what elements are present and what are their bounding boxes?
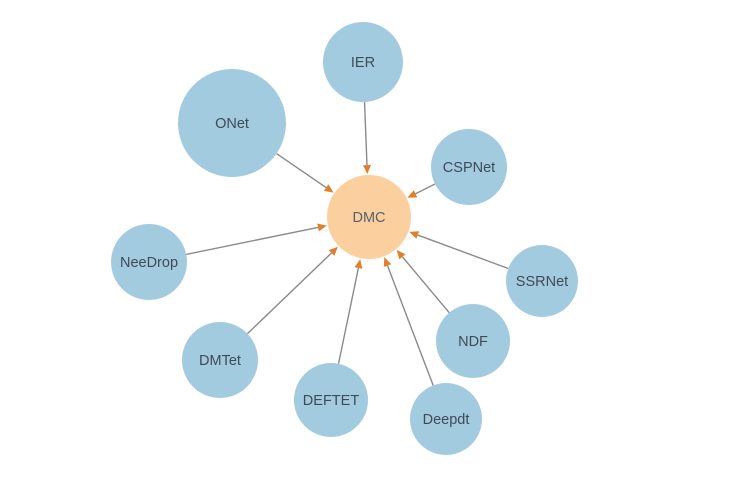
arrowhead-needrop-to-dmc (317, 223, 327, 232)
edge-onet-to-dmc (276, 152, 327, 189)
node-ndf[interactable]: NDF (436, 304, 510, 378)
node-label-dmc: DMC (352, 210, 385, 226)
edge-deftet-to-dmc (337, 267, 360, 364)
arrowhead-onet-to-dmc (323, 184, 334, 193)
node-onet[interactable]: ONet (178, 69, 286, 177)
node-label-onet: ONet (215, 116, 249, 132)
node-label-ssrnet: SSRNet (516, 274, 568, 290)
node-label-ndf: NDF (458, 334, 488, 350)
node-deepdt[interactable]: Deepdt (410, 383, 482, 455)
edge-dmtet-to-dmc (246, 252, 332, 335)
node-circle-ssrnet (506, 245, 578, 317)
node-circle-ndf (436, 304, 510, 378)
arrowhead-deftet-to-dmc (354, 259, 363, 269)
node-label-needrop: NeeDrop (120, 255, 178, 271)
edge-ier-to-dmc (363, 101, 368, 166)
arrowhead-ssrnet-to-dmc (409, 231, 420, 239)
node-dmtet[interactable]: DMTet (182, 322, 258, 398)
node-label-dmtet: DMTet (199, 353, 241, 369)
arrowhead-dmtet-to-dmc (328, 246, 338, 256)
node-ssrnet[interactable]: SSRNet (506, 245, 578, 317)
node-circle-ier (323, 22, 403, 102)
edge-ssrnet-to-dmc (417, 234, 509, 270)
node-circle-needrop (111, 224, 187, 300)
edge-cspnet-to-dmc (415, 183, 436, 195)
arrowhead-cspnet-to-dmc (407, 190, 418, 198)
edge-needrop-to-dmc (186, 226, 319, 256)
node-label-deftet: DEFTET (303, 393, 360, 409)
node-needrop[interactable]: NeeDrop (111, 224, 187, 300)
edge-ndf-to-dmc (401, 256, 450, 314)
arrowhead-ndf-to-dmc (396, 249, 406, 260)
node-deftet[interactable]: DEFTET (294, 363, 368, 437)
node-circle-cspnet (431, 129, 507, 205)
arrowhead-deepdt-to-dmc (383, 257, 392, 268)
node-circle-dmc (327, 175, 411, 259)
node-cspnet[interactable]: CSPNet (431, 129, 507, 205)
edge-layer (186, 101, 509, 386)
edge-deepdt-to-dmc (386, 265, 434, 386)
node-circle-deftet (294, 363, 368, 437)
arrowhead-ier-to-dmc (362, 164, 371, 175)
node-circle-deepdt (410, 383, 482, 455)
node-label-cspnet: CSPNet (443, 160, 495, 176)
node-label-ier: IER (351, 55, 375, 71)
node-circle-dmtet (182, 322, 258, 398)
node-circle-onet (178, 69, 286, 177)
node-ier[interactable]: IER (323, 22, 403, 102)
node-dmc[interactable]: DMC (327, 175, 411, 259)
node-label-deepdt: Deepdt (423, 412, 470, 428)
